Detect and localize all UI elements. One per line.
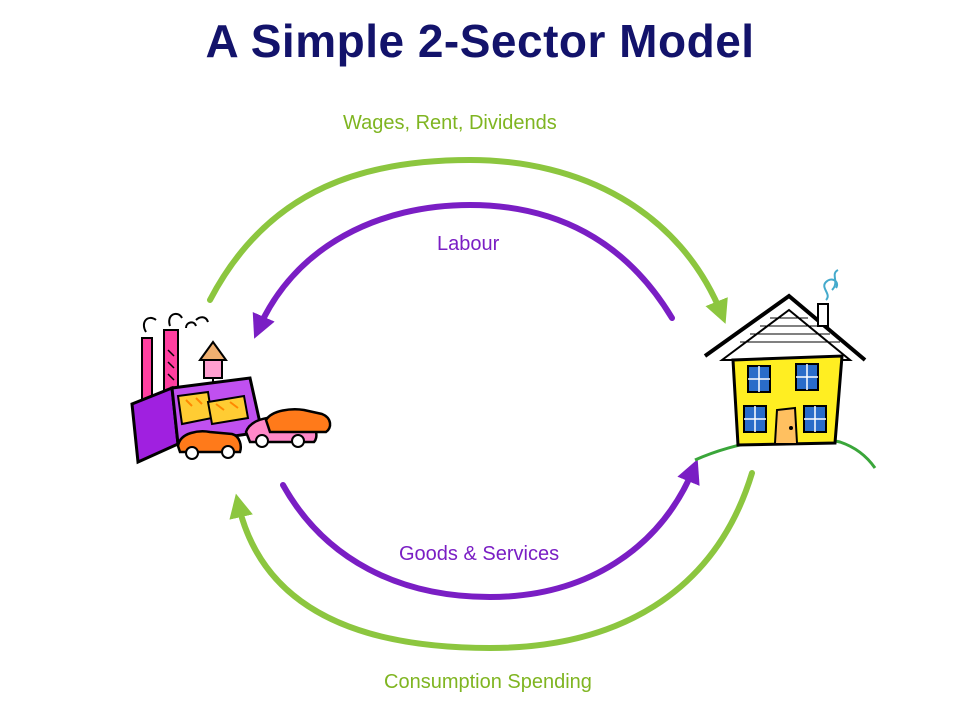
label-goods-services: Goods & Services (399, 543, 560, 565)
page-title: A Simple 2-Sector Model (205, 15, 755, 67)
arrow-consumption-spending (229, 470, 755, 652)
arrow-wages-rent-dividends (207, 156, 728, 324)
arrow-goods-services (280, 459, 700, 601)
factory-icon (130, 312, 332, 465)
label-labour: Labour (437, 233, 500, 255)
label-wages-rent-dividends: Wages, Rent, Dividends (343, 112, 557, 134)
arrow-labour (252, 201, 675, 339)
house-icon (694, 269, 877, 469)
label-consumption-spending: Consumption Spending (384, 671, 592, 693)
